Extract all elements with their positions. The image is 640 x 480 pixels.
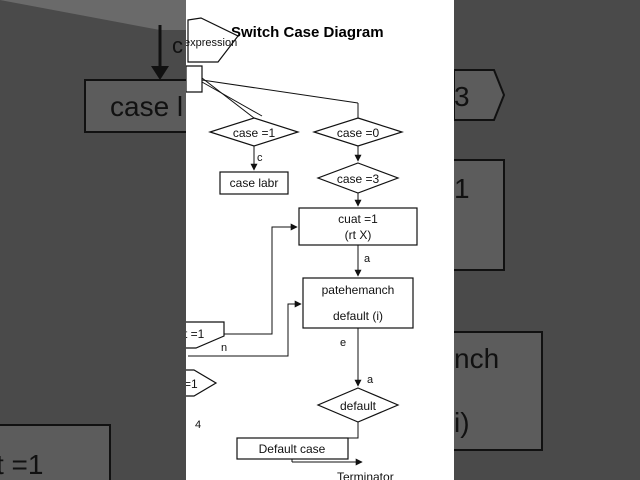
bg-left-bottom-text: t =1 <box>0 449 43 480</box>
left-node-1-label: t =1 <box>186 327 205 341</box>
process-box-2-line2: default (i) <box>333 309 383 323</box>
case-0-label: case =0 <box>337 126 380 140</box>
default-label: default <box>340 399 377 413</box>
edge-label-4: 4 <box>195 419 201 431</box>
case-1-decision: case =1 <box>208 117 300 147</box>
case-0-decision: case =0 <box>312 117 404 147</box>
case-3-decision: case =3 <box>316 162 400 194</box>
left-node-2-label: =1 <box>186 377 198 391</box>
case-label-box: case labr <box>219 171 289 195</box>
background-left-blur: c case l t =1 <box>0 0 186 480</box>
case-label-box-text: case labr <box>230 176 279 190</box>
bg-left-box-text: case l <box>110 91 183 122</box>
bg-left-top-text: c <box>172 33 183 58</box>
process-box-2-line1: patehemanch <box>322 283 395 297</box>
process-box-2: patehemanch default (i) <box>302 277 414 329</box>
process-box-1: cuat =1 (rt X) <box>298 207 418 246</box>
case-1-edge-label: c <box>257 152 263 164</box>
bg-right-lower-text2: i) <box>454 407 470 438</box>
left-node-2: =1 <box>186 369 218 397</box>
start-node: c expression <box>186 17 239 93</box>
start-label: expression <box>186 37 237 49</box>
edge-label-a1: a <box>364 253 371 265</box>
terminator-label: Terminator <box>337 470 394 480</box>
process-box-1-line2: (rt X) <box>345 228 372 242</box>
left-node-1: t =1 <box>186 321 225 349</box>
edge-label-e: e <box>340 337 346 349</box>
edge-label-a2: a <box>367 374 374 386</box>
bg-right-mid-text: 1 <box>454 173 470 204</box>
default-decision: default <box>316 387 400 423</box>
default-case-box: Default case <box>236 437 349 460</box>
left-edge-n: n <box>221 342 227 354</box>
case-3-label: case =3 <box>337 172 380 186</box>
process-box-1-line1: cuat =1 <box>338 212 378 226</box>
case-1-label: case =1 <box>233 126 276 140</box>
diagram-title: Switch Case Diagram <box>231 24 384 41</box>
default-case-box-text: Default case <box>259 442 326 456</box>
background-right-blur: 3 1 nch i) <box>454 0 640 480</box>
switch-case-flowchart: Switch Case Diagram c expression case =1… <box>186 17 418 480</box>
diagram-panel: Switch Case Diagram c expression case =1… <box>186 0 454 480</box>
bg-right-top-text: 3 <box>454 81 470 112</box>
bg-right-lower-text: nch <box>454 343 499 374</box>
